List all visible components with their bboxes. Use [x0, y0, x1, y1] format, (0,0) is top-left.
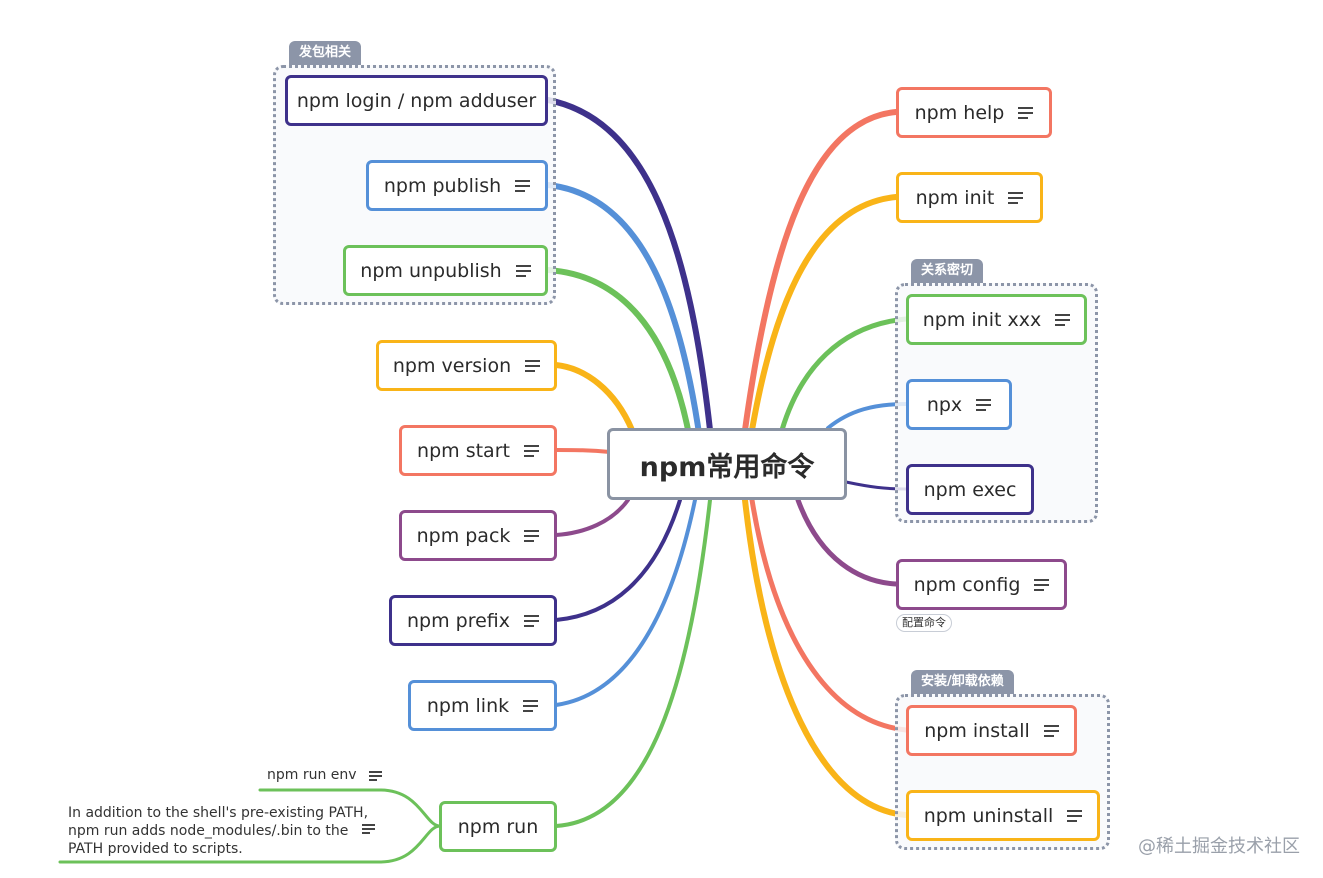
subtopic-npm-run-env[interactable]: npm run env [267, 766, 382, 784]
node-npm-config[interactable]: npm config [896, 559, 1067, 610]
node-label: npm unpublish [360, 259, 502, 282]
note-lines-icon[interactable] [1034, 579, 1050, 591]
node-npm-publish[interactable]: npm publish [366, 160, 548, 211]
node-label: npm run [457, 815, 539, 838]
note-lines-icon[interactable] [368, 770, 382, 781]
node-npm-login[interactable]: npm login / npm adduser [285, 75, 548, 126]
node-npm-run[interactable]: npm run [439, 801, 557, 852]
branch-line-start [554, 448, 612, 454]
node-label: npm version [392, 354, 512, 377]
note-lines-icon[interactable] [525, 360, 541, 372]
node-label: npm publish [383, 174, 502, 197]
boundary-tag-install: 安装/卸载依赖 [911, 670, 1014, 694]
central-topic[interactable]: npm常用命令 [607, 428, 847, 500]
branch-line-pack [554, 498, 630, 537]
branch-line-config [795, 497, 899, 587]
node-npm-help[interactable]: npm help [896, 87, 1052, 138]
note-lines-icon[interactable] [515, 180, 531, 192]
watermark: @稀土掘金技术社区 [1138, 836, 1300, 857]
node-npm-version[interactable]: npm version [376, 340, 557, 391]
branch-line-prefix [554, 498, 682, 622]
config-label-tag: 配置命令 [896, 614, 952, 632]
note-lines-icon[interactable] [1018, 107, 1034, 119]
node-label: npm init [915, 186, 995, 209]
node-label: npx [926, 393, 963, 416]
node-label: npm pack [416, 524, 511, 547]
node-npm-unpublish[interactable]: npm unpublish [343, 245, 548, 296]
branch-line-init [749, 194, 899, 433]
subtopic-desc-line-1: In addition to the shell's pre-existing … [68, 805, 369, 821]
branch-line-help [742, 109, 899, 433]
branch-line-publish [545, 182, 703, 443]
node-npm-install[interactable]: npm install [906, 705, 1077, 756]
node-npx[interactable]: npx [906, 379, 1012, 430]
subtopic-npm-run-desc[interactable]: In addition to the shell's pre-existing … [68, 804, 388, 858]
node-npm-pack[interactable]: npm pack [399, 510, 557, 561]
note-lines-icon[interactable] [1043, 725, 1059, 737]
node-npm-exec[interactable]: npm exec [906, 464, 1034, 515]
boundary-tag-related: 关系密切 [911, 259, 984, 283]
boundary-tag-publish: 发包相关 [289, 41, 362, 65]
note-lines-icon[interactable] [515, 265, 531, 277]
branch-line-uninstall [742, 497, 909, 818]
node-npm-init[interactable]: npm init [896, 172, 1043, 223]
branch-line-link [554, 498, 697, 707]
branch-line-init-xxx [779, 316, 909, 433]
note-lines-icon[interactable] [1067, 810, 1083, 822]
node-label: npm start [417, 439, 510, 462]
node-label: npm config [913, 573, 1021, 596]
branch-line-install [749, 497, 909, 733]
branch-line-login [545, 97, 713, 433]
central-topic-label: npm常用命令 [639, 451, 815, 483]
node-label: npm uninstall [923, 804, 1054, 827]
subtopic-label: npm run env [267, 767, 357, 783]
node-label: npm exec [923, 478, 1017, 501]
node-label: npm help [914, 101, 1005, 124]
node-label: npm init xxx [922, 308, 1042, 331]
branch-line-version [553, 362, 635, 433]
branch-line-run-desc [58, 824, 442, 864]
note-lines-icon[interactable] [523, 445, 539, 457]
node-npm-start[interactable]: npm start [399, 425, 557, 476]
note-lines-icon[interactable] [524, 530, 540, 542]
node-npm-link[interactable]: npm link [408, 680, 557, 731]
branch-line-run-env [258, 788, 442, 828]
node-npm-init-xxx[interactable]: npm init xxx [906, 294, 1087, 345]
node-label: npm link [426, 694, 510, 717]
note-lines-icon[interactable] [1008, 192, 1024, 204]
node-label: npm install [924, 719, 1030, 742]
node-npm-uninstall[interactable]: npm uninstall [906, 790, 1100, 841]
node-npm-prefix[interactable]: npm prefix [389, 595, 557, 646]
note-lines-icon[interactable] [976, 399, 992, 411]
note-lines-icon[interactable] [362, 824, 375, 834]
subtopic-desc-line-3: PATH provided to scripts. [68, 841, 243, 857]
node-label: npm prefix [406, 609, 510, 632]
branch-line-unpublish [545, 267, 693, 443]
subtopic-desc-line-2: npm run adds node_modules/.bin to the [68, 823, 349, 839]
note-lines-icon[interactable] [524, 615, 539, 627]
branch-line-run [554, 498, 712, 828]
note-lines-icon[interactable] [523, 700, 539, 712]
note-lines-icon[interactable] [1055, 314, 1071, 326]
node-label: npm login / npm adduser [296, 89, 537, 112]
